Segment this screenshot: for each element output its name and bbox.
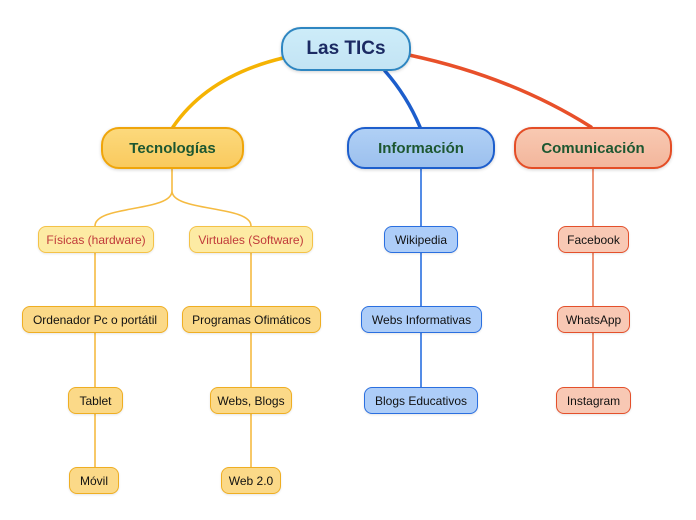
node-programas-ofimaticos: Programas Ofimáticos xyxy=(182,306,321,333)
link-root-comunicacion xyxy=(407,53,593,129)
node-las-tics: Las TICs xyxy=(281,27,411,71)
node-tecnologias: Tecnologías xyxy=(101,127,244,169)
node-tablet: Tablet xyxy=(68,387,123,414)
node-facebook: Facebook xyxy=(558,226,629,253)
node-blogs-educativos: Blogs Educativos xyxy=(364,387,478,414)
node-webs-blogs: Webs, Blogs xyxy=(210,387,292,414)
link-root-tecnologias xyxy=(171,56,285,129)
node-fisicas-hardware: Físicas (hardware) xyxy=(38,226,154,253)
node-ordenador-pc-portatil: Ordenador Pc o portátil xyxy=(22,306,168,333)
link-tecnologias-split xyxy=(94,168,252,227)
node-movil: Móvil xyxy=(69,467,119,494)
node-instagram: Instagram xyxy=(556,387,631,414)
node-informacion: Información xyxy=(347,127,495,169)
node-webs-informativas: Webs Informativas xyxy=(361,306,482,333)
node-comunicacion: Comunicación xyxy=(514,127,672,169)
node-web-2-0: Web 2.0 xyxy=(221,467,281,494)
node-whatsapp: WhatsApp xyxy=(557,306,630,333)
node-virtuales-software: Virtuales (Software) xyxy=(189,226,313,253)
link-root-informacion xyxy=(383,69,422,129)
node-wikipedia: Wikipedia xyxy=(384,226,458,253)
